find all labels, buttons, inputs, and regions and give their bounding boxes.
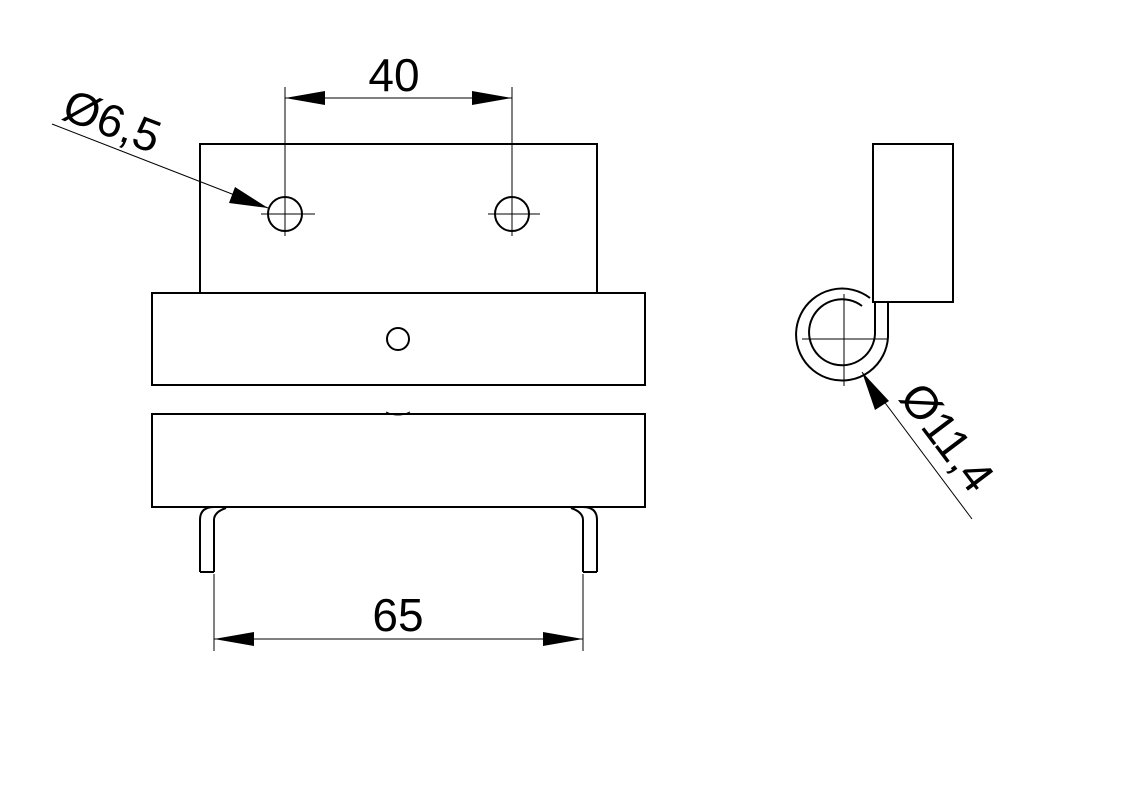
dimension-label-hinge-diameter: Ø11,4 bbox=[890, 373, 1005, 502]
side-knuckle-outer bbox=[795, 287, 889, 382]
dimension-hole-spacing: 40 bbox=[284, 49, 513, 196]
pin-leg-right bbox=[569, 506, 598, 572]
front-view bbox=[151, 143, 646, 573]
side-view bbox=[795, 143, 954, 386]
dimension-label-hole-diameter: Ø6,5 bbox=[56, 79, 168, 163]
dimension-label-hole-spacing: 40 bbox=[368, 49, 419, 101]
pin-leg-left bbox=[199, 506, 228, 572]
dimension-hinge-diameter: Ø11,4 bbox=[861, 371, 1005, 520]
dimension-pin-spacing: 65 bbox=[213, 574, 584, 651]
mounting-plate bbox=[199, 143, 598, 294]
hinge-knuckle-lower bbox=[151, 413, 646, 508]
dimension-label-pin-spacing: 65 bbox=[372, 589, 423, 641]
hinge-pin-hole bbox=[386, 327, 410, 351]
seam-mark bbox=[385, 411, 411, 416]
mounting-hole-right bbox=[488, 186, 540, 236]
side-leaf-plate bbox=[872, 143, 954, 303]
side-knuckle-inner bbox=[808, 298, 876, 367]
mounting-hole-left bbox=[261, 186, 315, 236]
hinge-knuckle-upper bbox=[151, 292, 646, 386]
